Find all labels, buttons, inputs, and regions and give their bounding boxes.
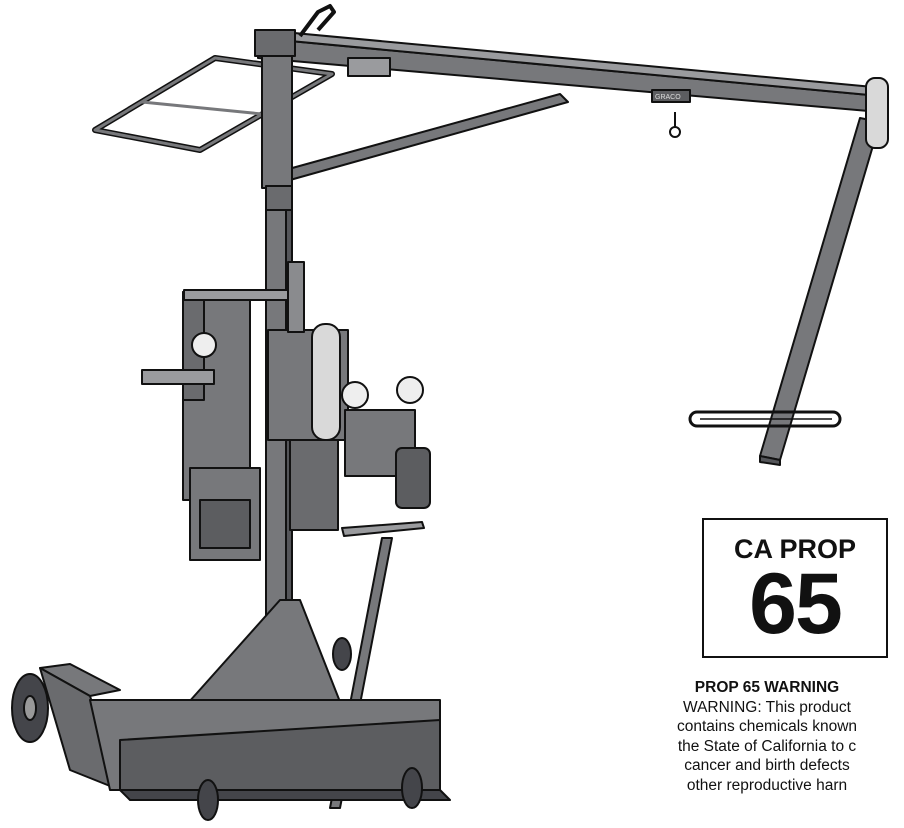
boom-arm: GRACO (254, 4, 885, 138)
warning-line: the State of California to c (677, 737, 857, 755)
swing-arm (688, 77, 889, 466)
wheels (11, 637, 423, 821)
warning-line: contains chemicals known (676, 718, 858, 735)
warning-line: cancer and birth defects (684, 757, 850, 774)
control-panel (141, 289, 305, 561)
warning-line: other reproductive harn (686, 776, 848, 794)
pump-assembly (267, 261, 431, 531)
boom-brace (284, 93, 569, 181)
prop65-warning-text: PROP 65 WARNING WARNING: This product co… (630, 678, 904, 795)
warning-line: WARNING: This product (683, 698, 851, 716)
base-frame (39, 599, 451, 801)
brand-plate: GRACO (655, 94, 681, 101)
prop65-label-title: CA PROP (733, 534, 856, 564)
warning-heading: PROP 65 WARNING (694, 679, 840, 696)
prop65-label: CA PROP 65 (702, 518, 888, 658)
prop65-label-number: 65 (749, 556, 843, 652)
